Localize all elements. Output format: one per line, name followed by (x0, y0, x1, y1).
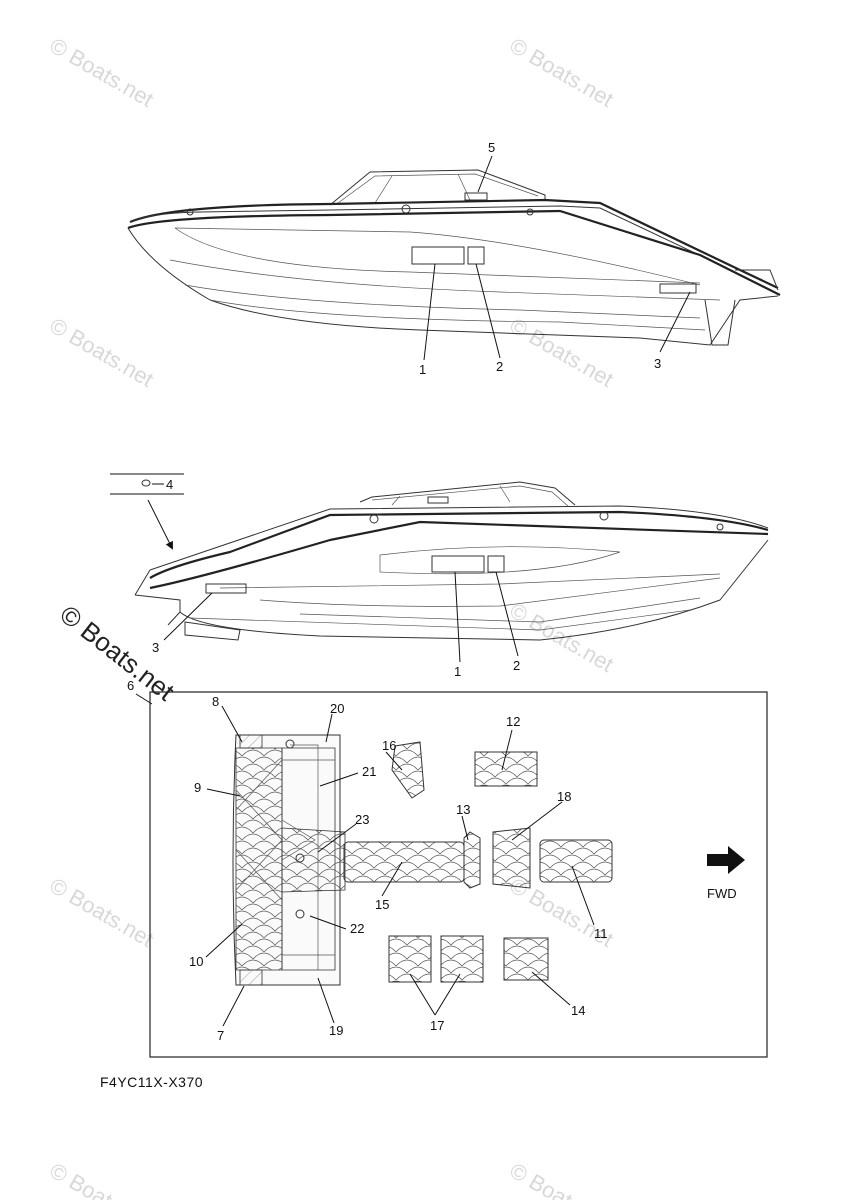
decal-3-top (659, 283, 697, 294)
callout-2b: 2 (513, 658, 520, 673)
callout-12: 12 (506, 714, 520, 729)
callout-14: 14 (571, 1003, 585, 1018)
watermark-dark: © Boats.net (54, 599, 180, 707)
mat-18 (492, 827, 531, 889)
callout-3b: 3 (152, 640, 159, 655)
callout-1b: 1 (454, 664, 461, 679)
callout-13: 13 (456, 802, 470, 817)
mat-13 (463, 831, 481, 889)
decal-1-mid (431, 555, 485, 573)
callout-3: 3 (654, 356, 661, 371)
callout-22: 22 (350, 921, 364, 936)
callout-6: 6 (127, 678, 134, 693)
callout-9: 9 (194, 780, 201, 795)
decal-2-top (467, 246, 485, 265)
cockpit-mats (343, 741, 613, 983)
decal-3-mid (205, 583, 247, 594)
callout-10: 10 (189, 954, 203, 969)
watermark-text: © Boats.net (46, 1158, 158, 1200)
callout-18: 18 (557, 789, 571, 804)
mat-12 (474, 751, 538, 787)
boat-side-view-starboard (134, 481, 769, 641)
mat-15 (343, 841, 465, 883)
callout-11: 11 (594, 926, 608, 941)
watermark-text: © Boats.net (46, 873, 158, 952)
mat-11 (539, 839, 613, 883)
fwd-label: FWD (707, 886, 737, 901)
boat-side-view-port (127, 169, 781, 346)
callout-16: 16 (382, 738, 396, 753)
callout-1: 1 (419, 362, 426, 377)
deck-mat-frame (149, 691, 768, 1058)
callout-4: 4 (166, 477, 173, 492)
callout-15: 15 (375, 897, 389, 912)
forward-arrow-icon (707, 846, 745, 874)
diagram-code: F4YC11X-X370 (100, 1074, 204, 1090)
callout-21: 21 (362, 764, 376, 779)
watermark-text: © Boats.net (46, 313, 158, 392)
mat-17b (440, 935, 484, 983)
mat-16 (391, 741, 425, 799)
decal-1-top (411, 246, 465, 265)
stern-platform-mats (232, 734, 346, 986)
callout-8: 8 (212, 694, 219, 709)
callout-17: 17 (430, 1018, 444, 1033)
watermark-text: © Boats.net (46, 33, 158, 112)
watermark-text: © Boats.net (506, 33, 618, 112)
callout-5: 5 (488, 140, 495, 155)
part-4-reference (110, 473, 184, 550)
callout-7: 7 (217, 1028, 224, 1043)
callout-20: 20 (330, 701, 344, 716)
callout-23: 23 (355, 812, 369, 827)
watermark-text: © Boats.net (506, 1158, 618, 1200)
mat-14 (503, 937, 549, 981)
callout-2: 2 (496, 359, 503, 374)
callout-19: 19 (329, 1023, 343, 1038)
decal-2-mid (487, 555, 505, 573)
mat-17a (388, 935, 432, 983)
windshield-label (464, 192, 488, 201)
